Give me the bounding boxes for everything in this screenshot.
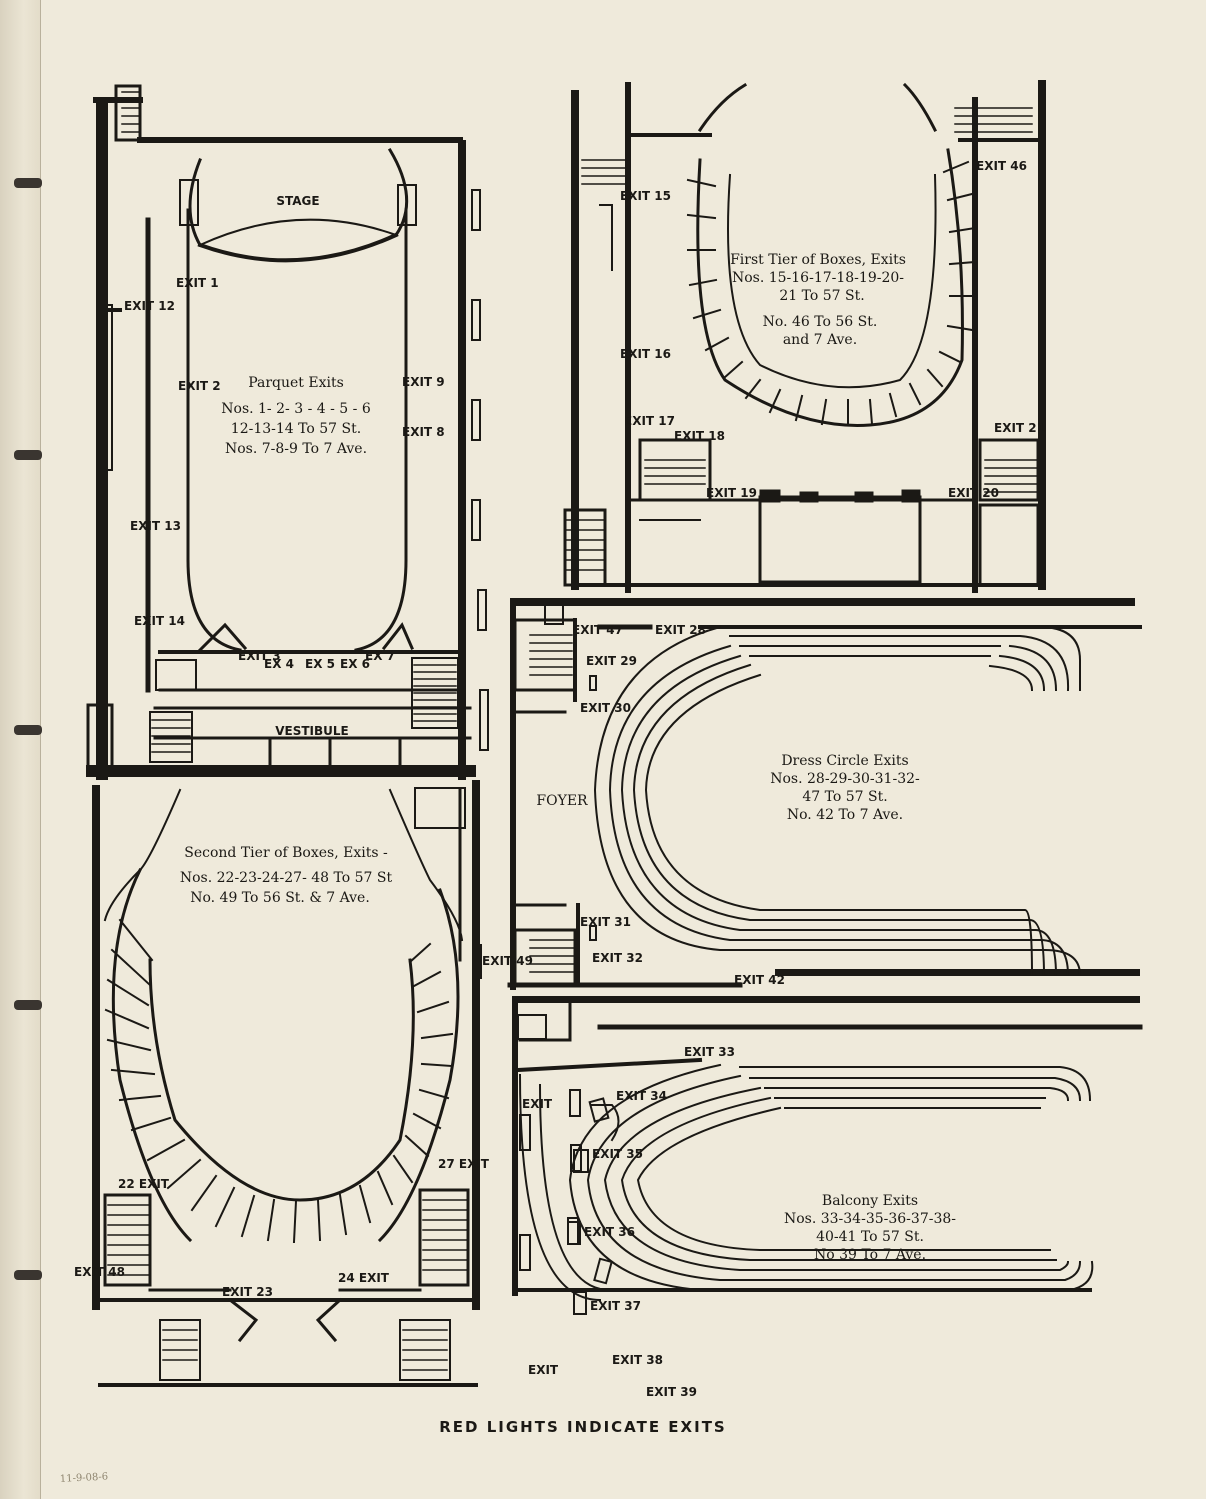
balcony-line-2: Nos. 33-34-35-36-37-38-	[784, 1211, 956, 1227]
footer-caption: RED LIGHTS INDICATE EXITS	[439, 1418, 726, 1436]
first-tier-line-2: Nos. 15-16-17-18-19-20-	[732, 270, 904, 286]
second-tier-plan	[92, 780, 482, 1387]
parquet-plan	[86, 84, 489, 780]
stitch-mark	[14, 1000, 42, 1010]
balcony-line-1: Balcony Exits	[822, 1193, 918, 1209]
exit-47-label: EXIT 47	[572, 623, 623, 637]
dress-circle-plan	[507, 598, 1142, 990]
exit-42-label: EXIT 42	[734, 973, 785, 987]
exit-33-label: EXIT 33	[684, 1045, 735, 1059]
exit-22-label: 22 EXIT	[118, 1177, 170, 1191]
exit-7-label: EX 7	[365, 649, 395, 663]
exit-32-label: EXIT 32	[592, 951, 643, 965]
exit-28-label: EXIT 28	[655, 623, 706, 637]
exit-38-label: EXIT 38	[612, 1353, 663, 1367]
exit-15-label: EXIT 15	[620, 189, 671, 203]
balcony-line-3: 40-41 To 57 St.	[816, 1229, 924, 1245]
stitch-mark	[14, 725, 42, 735]
first-tier-line-4: No. 46 To 56 St.	[763, 314, 878, 330]
exit-31-label: EXIT 31	[580, 915, 631, 929]
binding-spine	[0, 0, 42, 1499]
exit-14-label: EXIT 14	[134, 614, 185, 628]
exit-4-label: EX 4	[264, 657, 294, 671]
exit-39-label: EXIT 39	[646, 1385, 697, 1399]
exit-49-label: EXIT 49	[482, 954, 533, 968]
stitch-mark	[14, 1270, 42, 1280]
exit-20-label: EXIT 20	[948, 486, 999, 500]
exit-48-label: EXIT 48	[74, 1265, 125, 1279]
dress-circle-line-3: 47 To 57 St.	[802, 789, 887, 805]
exit-18-label: EXIT 18	[674, 429, 725, 443]
exit-left-bottom-label: EXIT	[528, 1363, 559, 1377]
stage-label: STAGE	[276, 194, 319, 208]
first-tier-line-5: and 7 Ave.	[783, 332, 857, 348]
exit-1-label: EXIT 1	[176, 276, 219, 290]
exit-17-label: EXIT 17	[624, 414, 675, 428]
exit-27-label: 27 EXIT	[438, 1157, 490, 1171]
parquet-line-2: 12-13-14 To 57 St.	[231, 421, 361, 437]
second-tier-line-1: Second Tier of Boxes, Exits -	[184, 845, 388, 861]
balcony-plan	[512, 996, 1143, 1315]
balcony-line-4: No 39 To 7 Ave.	[814, 1247, 926, 1263]
exit-30-label: EXIT 30	[580, 701, 631, 715]
exit-29-label: EXIT 29	[586, 654, 637, 668]
exit-24-label: 24 EXIT	[338, 1271, 390, 1285]
exit-19-label: EXIT 19	[706, 486, 757, 500]
parquet-line-3: Nos. 7-8-9 To 7 Ave.	[225, 441, 367, 457]
vestibule-label: VESTIBULE	[275, 724, 349, 738]
exit-46-label: EXIT 46	[976, 159, 1027, 173]
first-tier-line-3: 21 To 57 St.	[779, 288, 864, 304]
parquet-title: Parquet Exits	[248, 375, 344, 391]
exit-2-label: EXIT 2	[178, 379, 221, 393]
stitch-mark	[14, 178, 42, 188]
exit-21-label: EXIT 21	[994, 421, 1045, 435]
exit-9-label: EXIT 9	[402, 375, 445, 389]
exit-12-label: EXIT 12	[124, 299, 175, 313]
first-tier-plan	[563, 80, 1046, 593]
dress-circle-line-2: Nos. 28-29-30-31-32-	[770, 771, 920, 787]
exit-16-label: EXIT 16	[620, 347, 671, 361]
exit-34-label: EXIT 34	[616, 1089, 667, 1103]
exit-35-label: EXIT 35	[592, 1147, 643, 1161]
second-tier-line-3: No. 49 To 56 St. & 7 Ave.	[190, 890, 370, 906]
dress-circle-line-4: No. 42 To 7 Ave.	[787, 807, 903, 823]
exit-36-label: EXIT 36	[584, 1225, 635, 1239]
exit-3-label: EXIT 3	[238, 649, 281, 663]
exit-37-label: EXIT 37	[590, 1299, 641, 1313]
first-tier-line-1: First Tier of Boxes, Exits	[730, 252, 906, 268]
exit-8-label: EXIT 8	[402, 425, 445, 439]
exit-23-label: EXIT 23	[222, 1285, 273, 1299]
second-tier-line-2: Nos. 22-23-24-27- 48 To 57 St	[180, 870, 393, 886]
parquet-line-1: Nos. 1- 2- 3 - 4 - 5 - 6	[221, 401, 371, 417]
exit-left-top-label: EXIT	[522, 1097, 553, 1111]
margin-note: 11-9-08-6	[60, 1471, 109, 1485]
exit-6-label: EX 6	[340, 657, 370, 671]
stitch-mark	[14, 450, 42, 460]
exit-13-label: EXIT 13	[130, 519, 181, 533]
exit-5-label: EX 5	[305, 657, 335, 671]
foyer-label: FOYER	[536, 793, 588, 809]
dress-circle-line-1: Dress Circle Exits	[781, 753, 908, 769]
